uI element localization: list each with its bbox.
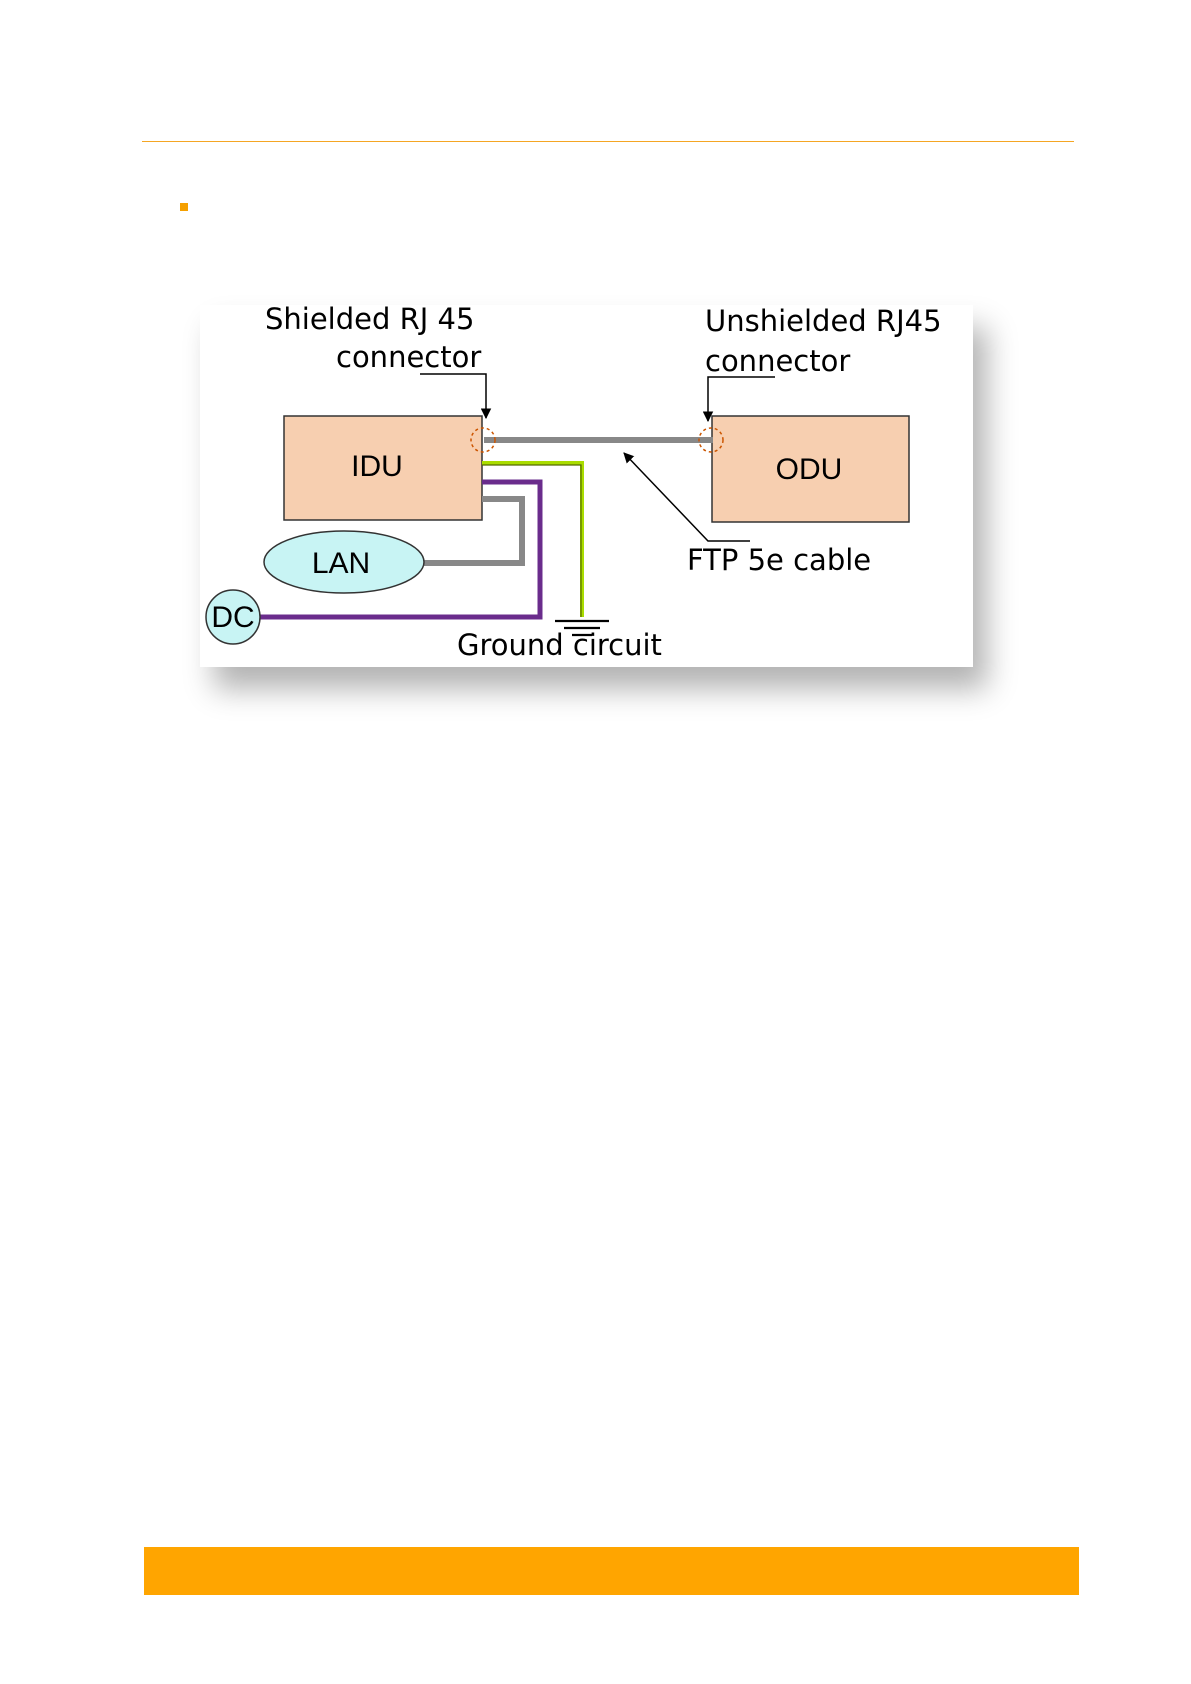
ftp-cable-label: FTP 5e cable xyxy=(687,543,871,577)
unshielded-connector-label-line2: connector xyxy=(705,344,850,378)
dc-label: DC xyxy=(211,601,254,634)
ground-wire-edge xyxy=(482,465,581,617)
shielded-connector-label-line2: connector xyxy=(336,340,481,374)
ground-wire xyxy=(482,463,582,617)
shielded-connector-label-line1: Shielded RJ 45 xyxy=(265,305,474,336)
bullet-marker xyxy=(180,203,188,211)
ground-circuit-label: Ground circuit xyxy=(457,628,662,662)
header-rule xyxy=(142,141,1074,142)
unshielded-connector-pointer xyxy=(708,377,775,421)
idu-label: IDU xyxy=(351,450,403,483)
lan-label: LAN xyxy=(312,547,370,580)
shielded-connector-pointer xyxy=(420,374,486,418)
unshielded-connector-label-line1: Unshielded RJ45 xyxy=(705,305,942,338)
footer-band xyxy=(144,1547,1079,1595)
odu-label: ODU xyxy=(776,453,843,486)
wiring-diagram: Shielded RJ 45 connector Unshielded RJ45… xyxy=(200,305,973,667)
